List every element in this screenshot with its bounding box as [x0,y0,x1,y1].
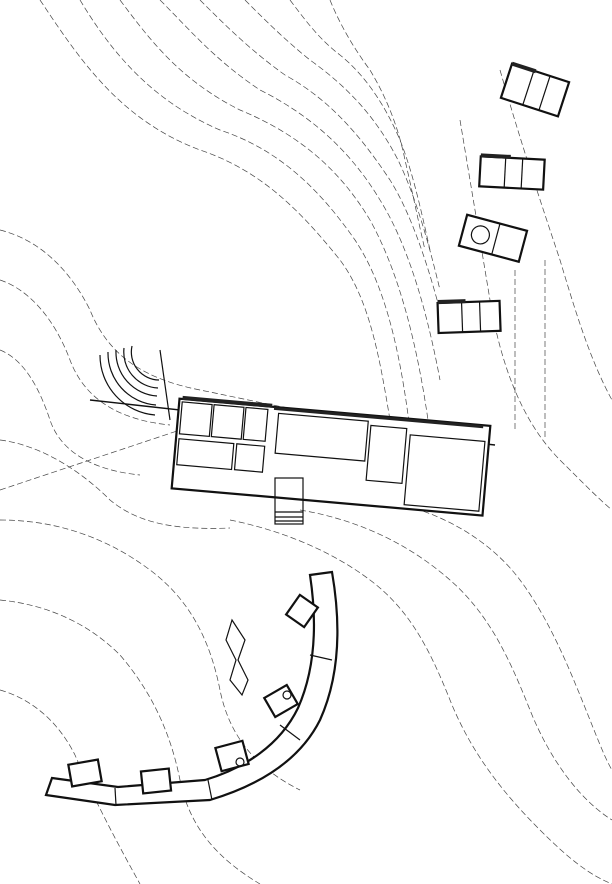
cabin [499,61,571,118]
crescent-unit [262,683,300,719]
room [242,406,269,442]
contour-line [199,0,446,331]
contour-line [0,689,141,884]
cabin [436,299,502,335]
room [365,424,408,485]
crescent-divider [207,779,213,801]
contour-line [0,279,171,426]
cabins [436,61,571,335]
contour-line [499,69,612,401]
unit-fixture [282,690,292,700]
contour-line [159,0,441,381]
entry-stair [274,477,304,525]
crescent-unit [214,739,250,773]
room [233,443,266,473]
wall-hatch [437,299,466,305]
crescent-unit [139,767,173,795]
contour-line [119,0,429,421]
cabin-outline [457,213,529,264]
tree-outline [225,618,249,697]
path-line [0,429,181,491]
cabin-outline [436,299,502,335]
room [210,404,245,440]
room [403,434,486,512]
amphitheater-steps [99,345,171,421]
amphitheater-step [123,347,159,389]
wall-hatch [182,395,273,408]
contour-line [229,519,612,884]
contour-line [0,439,231,529]
amphitheater-step [115,349,158,397]
cabin-partition [538,75,551,111]
wall-hatch [480,153,511,159]
crescent-divider [309,654,333,661]
wall-hatch [273,406,484,429]
crescent-divider [114,787,117,806]
main-building-outline [170,397,492,517]
courtyard-tree [225,618,249,697]
room [176,438,235,471]
cabin [478,153,546,191]
cabin-partition [520,158,524,189]
contour-line [244,0,441,291]
cabin [457,213,529,264]
cabin-partition [522,70,535,106]
amphitheater-step [99,354,156,416]
cabin-partition [460,302,464,333]
crescent-unit [284,593,320,629]
contour-line [0,519,301,791]
main-building [170,395,492,525]
room [178,401,213,438]
cabin-outline [478,155,546,191]
contour-line [459,119,612,511]
amphitheater-step [130,345,160,381]
cabin-outline [499,62,571,118]
contour-line [379,499,612,771]
contour-line [329,0,426,251]
crescent-unit [67,758,103,788]
contour-line [0,229,301,411]
unit-fixture [235,757,245,767]
wall-hatch [511,61,537,74]
contour-line [0,599,261,884]
cabin-partition [503,157,507,188]
crescent-building [44,570,339,807]
amphitheater-edge [159,349,171,421]
contour-line [39,0,391,421]
cabin-circle [470,225,491,245]
contour-line [299,509,612,821]
crescent-divider [279,724,301,741]
cabin-partition [491,223,501,255]
amphitheater-step [107,351,157,406]
cabin-partition [478,301,482,332]
contour-line [79,0,411,431]
room [274,412,369,462]
contour-line [289,0,431,251]
